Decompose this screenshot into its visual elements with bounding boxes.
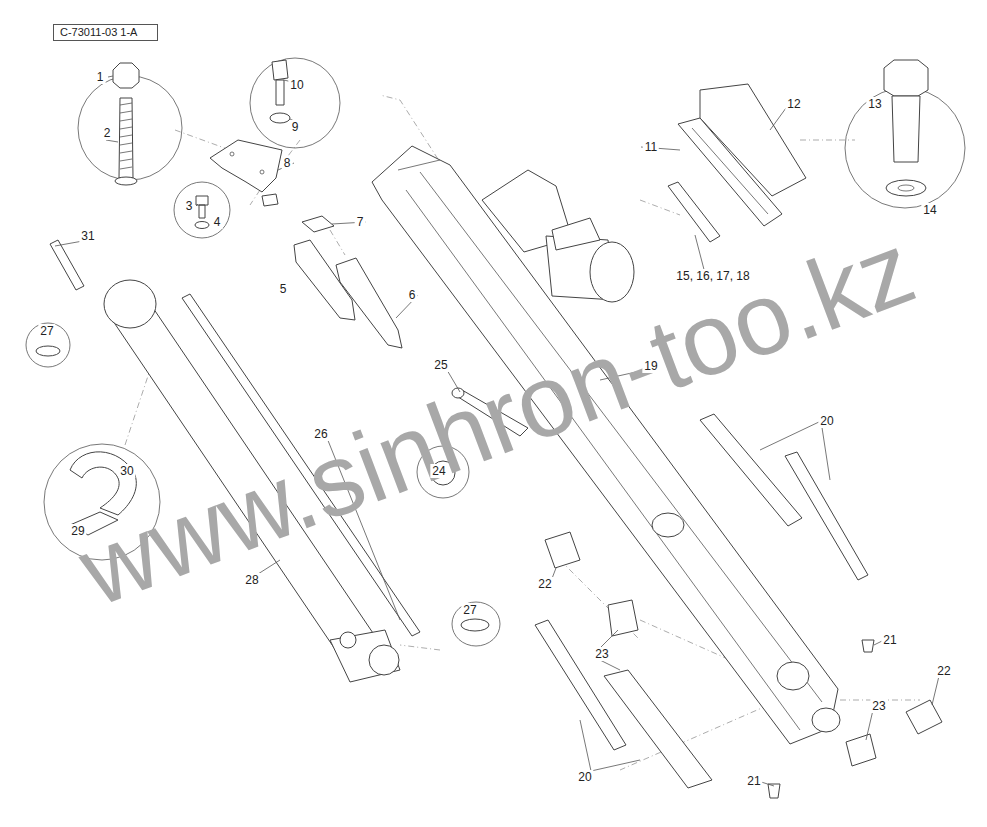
callout-number: 22 (935, 664, 952, 678)
callout-number: 30 (118, 464, 135, 478)
callout-number: 31 (79, 229, 96, 243)
callout-number: 10 (288, 78, 305, 92)
callout-number: 6 (407, 288, 418, 302)
callout-number: 26 (312, 427, 329, 441)
callout-number: 28 (243, 573, 260, 587)
callout-number: 24 (430, 464, 447, 478)
callout-number: 22 (536, 577, 553, 591)
callout-number: 23 (593, 647, 610, 661)
callout-number: 21 (881, 633, 898, 647)
callout-number: 13 (866, 97, 883, 111)
callout-number: 8 (282, 156, 293, 170)
callout-number: 20 (576, 770, 593, 784)
drawing-number: C-73011-03 1-A (60, 26, 137, 38)
drawing-number-box: C-73011-03 1-A (53, 24, 158, 41)
callout-number: 19 (642, 359, 659, 373)
callout-number: 27 (461, 603, 478, 617)
callout-number: 23 (870, 699, 887, 713)
callout-number: 20 (818, 414, 835, 428)
callout-number: 21 (745, 774, 762, 788)
callout-number: 29 (69, 524, 86, 538)
callout-number: 4 (212, 215, 223, 229)
callout-number: 11 (643, 140, 659, 154)
callout-number: 27 (38, 324, 55, 338)
callout-number: 14 (921, 203, 938, 217)
callout-number: 15, 16, 17, 18 (674, 269, 751, 283)
callout-number: 1 (95, 70, 106, 84)
callout-number: 9 (290, 120, 301, 134)
callout-number: 3 (184, 199, 195, 213)
callout-number: 25 (432, 358, 449, 372)
callout-number: 5 (278, 282, 289, 296)
watermark: www.sinhron-too.kz (67, 217, 926, 623)
callout-number: 2 (102, 126, 113, 140)
callout-number: 7 (355, 215, 366, 229)
callout-number: 12 (785, 97, 802, 111)
